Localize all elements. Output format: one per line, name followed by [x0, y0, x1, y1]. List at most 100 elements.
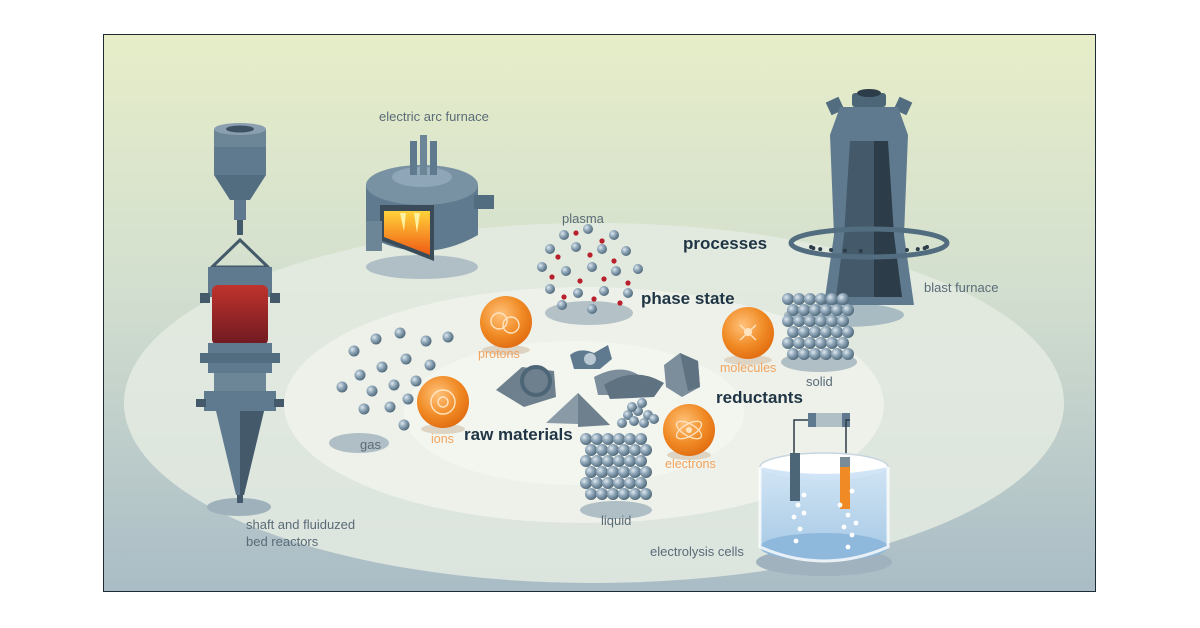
- electrons-ball: [663, 404, 715, 460]
- solid-particle: [820, 304, 832, 316]
- ions-ball: [417, 376, 469, 434]
- solid-particle: [842, 348, 854, 360]
- liquid-particle: [629, 488, 641, 500]
- label-liquid: liquid: [601, 513, 632, 528]
- tuyere: [904, 248, 909, 253]
- solid-particle: [793, 337, 805, 349]
- plasma-ion: [621, 246, 631, 256]
- pellet: [639, 418, 649, 428]
- liquid-particle: [585, 444, 597, 456]
- solid-particle: [837, 337, 849, 349]
- solid-particle: [842, 326, 854, 338]
- solid-particle: [826, 293, 838, 305]
- solid-particle: [793, 293, 805, 305]
- gas-particle: [420, 335, 432, 347]
- plasma-particles: [537, 224, 643, 314]
- solid-particle: [798, 326, 810, 338]
- plasma-ion: [609, 230, 619, 240]
- solid-particle: [831, 348, 843, 360]
- tuyere: [842, 248, 847, 253]
- gas-particle: [336, 381, 348, 393]
- plasma-electron: [625, 280, 631, 286]
- plasma-electron: [617, 300, 623, 306]
- plasma-ion: [611, 266, 621, 276]
- liquid-particle: [585, 488, 597, 500]
- diagram-artwork: [104, 35, 1095, 591]
- tuyere: [811, 246, 816, 251]
- plasma-ion: [545, 244, 555, 254]
- liquid-particle: [602, 455, 614, 467]
- solid-particle: [809, 304, 821, 316]
- gas-particle: [384, 401, 396, 413]
- bubble: [801, 510, 807, 516]
- liquid-particle: [607, 444, 619, 456]
- solid-particle: [798, 304, 810, 316]
- solid-particle: [831, 326, 843, 338]
- liquid-particle: [640, 488, 652, 500]
- pellet: [627, 402, 637, 412]
- plasma-ion: [559, 230, 569, 240]
- plasma-ion: [545, 284, 555, 294]
- plasma-electron: [587, 252, 593, 258]
- plasma-ion: [599, 286, 609, 296]
- liquid-particle: [624, 477, 636, 489]
- label-ions: ions: [431, 432, 454, 446]
- bubble: [793, 538, 799, 544]
- solid-particle: [782, 293, 794, 305]
- plasma-electron: [549, 274, 555, 280]
- solid-particle: [837, 315, 849, 327]
- bubble: [853, 520, 859, 526]
- bubble: [837, 502, 843, 508]
- label-solid: solid: [806, 374, 833, 389]
- gas-particle: [388, 379, 400, 391]
- gas-particle: [348, 345, 360, 357]
- tuyere: [915, 247, 920, 252]
- gas-particle: [400, 353, 412, 365]
- liquid-particle: [635, 477, 647, 489]
- tuyere: [818, 247, 823, 252]
- liquid-particle: [640, 444, 652, 456]
- bubble: [845, 544, 851, 550]
- solid-particles: [782, 293, 854, 360]
- liquid-particle: [624, 455, 636, 467]
- label-blast-furnace: blast furnace: [924, 280, 999, 295]
- liquid-particle: [624, 433, 636, 445]
- plasma-ion: [571, 242, 581, 252]
- bubble: [849, 488, 855, 494]
- liquid-particle: [596, 466, 608, 478]
- liquid-particle: [596, 488, 608, 500]
- liquid-particle: [618, 466, 630, 478]
- label-shaft-line2: bed reactors: [246, 534, 319, 549]
- plasma-electron: [601, 276, 607, 282]
- solid-particle: [804, 315, 816, 327]
- liquid-particle: [618, 444, 630, 456]
- liquid-particle: [602, 433, 614, 445]
- label-electric-arc-furnace: electric arc furnace: [379, 109, 489, 124]
- bubble: [841, 524, 847, 530]
- bubble: [797, 526, 803, 532]
- liquid-particle: [629, 466, 641, 478]
- bubble: [801, 492, 807, 498]
- solid-particle: [798, 348, 810, 360]
- gas-particle: [424, 359, 436, 371]
- gas-particle: [358, 403, 370, 415]
- gas-particle: [398, 419, 410, 431]
- bubble: [791, 514, 797, 520]
- label-protons: protons: [478, 347, 520, 361]
- gas-shadow: [329, 433, 389, 453]
- plasma-ion: [633, 264, 643, 274]
- shaft-shadow: [207, 498, 271, 516]
- label-gas: gas: [360, 437, 381, 452]
- tuyere: [925, 245, 929, 249]
- solid-particle: [804, 337, 816, 349]
- solid-particle: [815, 293, 827, 305]
- plasma-electron: [599, 238, 605, 244]
- solid-particle: [826, 337, 838, 349]
- plasma-ion: [587, 304, 597, 314]
- label-shaft-reactors: shaft and fluiduzed bed reactors: [246, 516, 355, 550]
- solid-particle: [815, 315, 827, 327]
- tuyere: [891, 248, 896, 253]
- label-reductants: reductants: [716, 388, 803, 407]
- label-plasma: plasma: [562, 211, 604, 226]
- plasma-ion: [623, 288, 633, 298]
